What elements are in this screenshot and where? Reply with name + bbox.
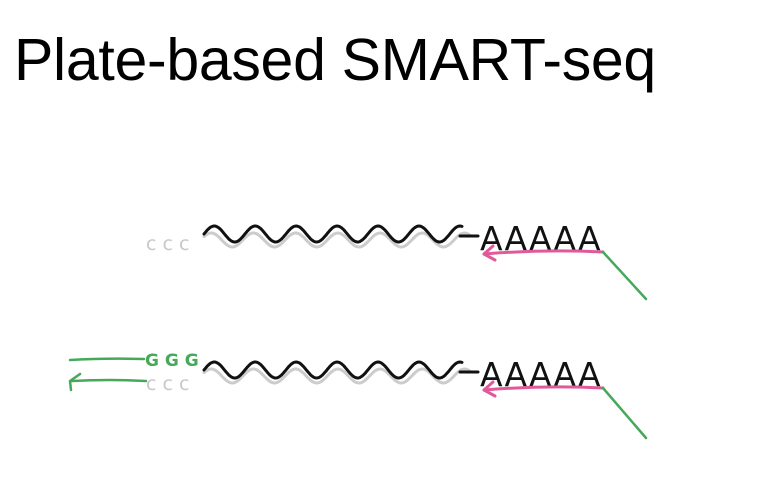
strand-row-2: AAAAA c c c G G G xyxy=(68,351,648,440)
slide-title: Plate-based SMART-seq xyxy=(14,27,656,93)
c-overhang: c c c xyxy=(146,373,189,395)
c-overhang: c c c xyxy=(146,233,189,255)
first-strand-extension xyxy=(70,378,148,383)
strand-row-1: AAAAA c c c xyxy=(146,219,648,301)
cdna-strand xyxy=(202,231,472,249)
primer-anchor xyxy=(601,250,648,301)
tso-line xyxy=(68,357,146,362)
ggg-template-switch-oligo: G G G xyxy=(145,351,199,371)
cdna-strand xyxy=(202,367,472,385)
primer-arrowhead xyxy=(482,380,497,398)
primer-arrowhead xyxy=(482,244,497,262)
mrna-strand xyxy=(202,360,464,380)
primer-anchor xyxy=(601,386,648,440)
extension-arrowhead xyxy=(68,372,82,392)
oligo-dt-primer xyxy=(482,249,605,256)
mrna-strand xyxy=(202,224,464,244)
oligo-dt-primer xyxy=(482,385,605,392)
